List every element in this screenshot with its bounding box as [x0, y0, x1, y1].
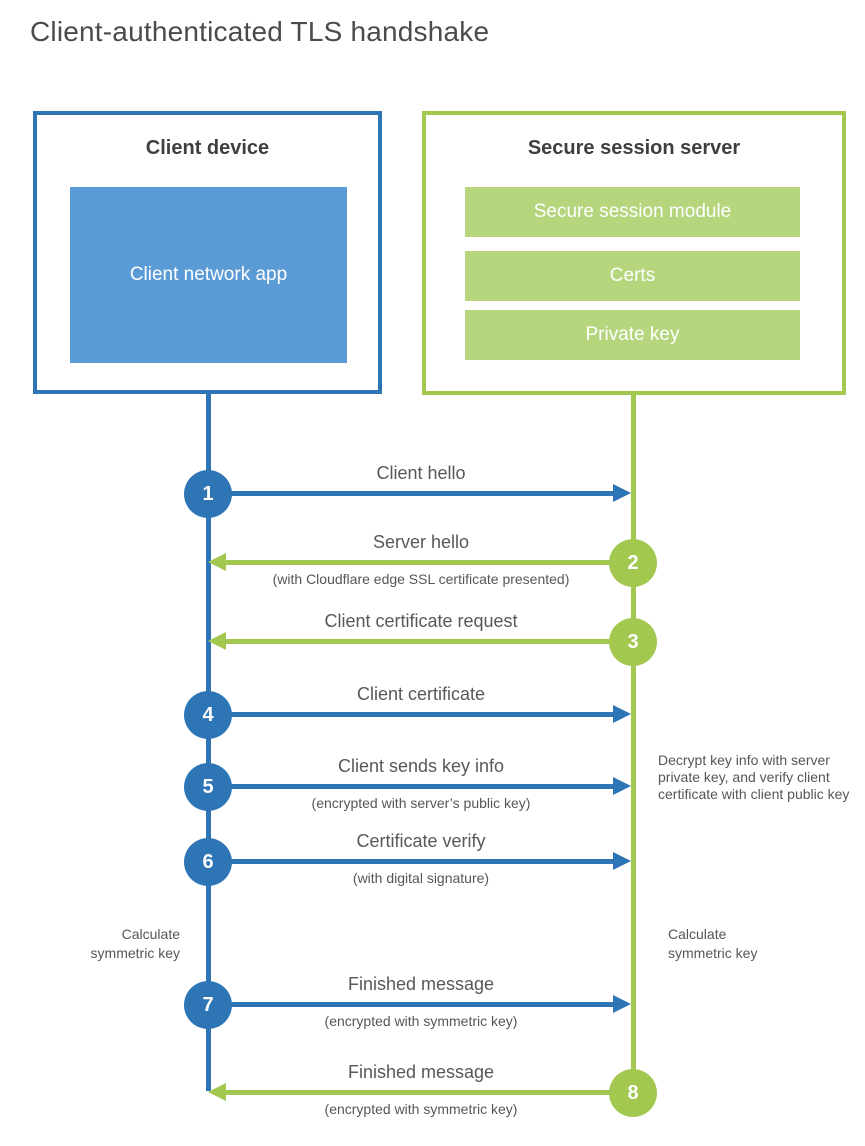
message-sublabel: (encrypted with symmetric key) — [324, 1013, 518, 1029]
server-lifeline — [631, 394, 636, 1093]
server-decrypt-note: Decrypt key info with server private key… — [658, 752, 850, 802]
client-network-app-box: Client network app — [70, 187, 347, 363]
client-device-box: Client device Client network app — [33, 111, 382, 394]
server-module-certs: Certs — [465, 251, 800, 301]
server-module-private-key: Private key — [465, 310, 800, 360]
step-badge-6: 6 — [184, 838, 232, 886]
step-badge-5: 5 — [184, 763, 232, 811]
client-calculate-symmetric-key-note: Calculate symmetric key — [90, 926, 180, 961]
page-title: Client-authenticated TLS handshake — [30, 16, 490, 47]
message-sublabel: (encrypted with server’s public key) — [311, 795, 531, 811]
arrow-shaft — [209, 859, 614, 864]
message-sublabel: (with Cloudflare edge SSL certificate pr… — [272, 571, 570, 587]
step-badge-7: 7 — [184, 981, 232, 1029]
step-badge-4: 4 — [184, 691, 232, 739]
step-badge-1: 1 — [184, 470, 232, 518]
message-sublabel: (encrypted with symmetric key) — [324, 1101, 518, 1117]
message-label: Client certificate — [356, 684, 486, 704]
message-label: Client hello — [376, 463, 466, 483]
arrow-shaft — [209, 784, 614, 789]
arrow-shaft — [226, 639, 633, 644]
step-badge-2: 2 — [609, 539, 657, 587]
arrow-right-icon — [613, 705, 631, 723]
client-network-app-label: Client network app — [129, 264, 288, 286]
message-label: Certificate verify — [356, 831, 486, 851]
client-lifeline — [206, 394, 211, 1091]
message-label: Finished message — [347, 1062, 495, 1082]
message-label: Client sends key info — [337, 756, 505, 776]
arrow-right-icon — [613, 995, 631, 1013]
message-label: Server hello — [372, 532, 470, 552]
server-module-secure-session-module: Secure session module — [465, 187, 800, 237]
arrow-shaft — [209, 1002, 614, 1007]
arrow-left-icon — [208, 553, 226, 571]
message-label: Client certificate request — [324, 611, 518, 631]
step-badge-3: 3 — [609, 618, 657, 666]
secure-session-server-title: Secure session server — [527, 137, 741, 159]
arrow-left-icon — [208, 1083, 226, 1101]
secure-session-server-box: Secure session server Secure session mod… — [422, 111, 846, 395]
arrow-shaft — [226, 560, 633, 565]
step-badge-8: 8 — [609, 1069, 657, 1117]
message-sublabel: (with digital signature) — [352, 870, 490, 886]
arrow-right-icon — [613, 852, 631, 870]
arrow-left-icon — [208, 632, 226, 650]
arrow-shaft — [209, 491, 614, 496]
server-calculate-symmetric-key-note: Calculate symmetric key — [668, 926, 758, 961]
arrow-shaft — [209, 712, 614, 717]
message-label: Finished message — [347, 974, 495, 994]
client-device-title: Client device — [145, 137, 270, 159]
arrow-shaft — [226, 1090, 633, 1095]
arrow-right-icon — [613, 484, 631, 502]
arrow-right-icon — [613, 777, 631, 795]
